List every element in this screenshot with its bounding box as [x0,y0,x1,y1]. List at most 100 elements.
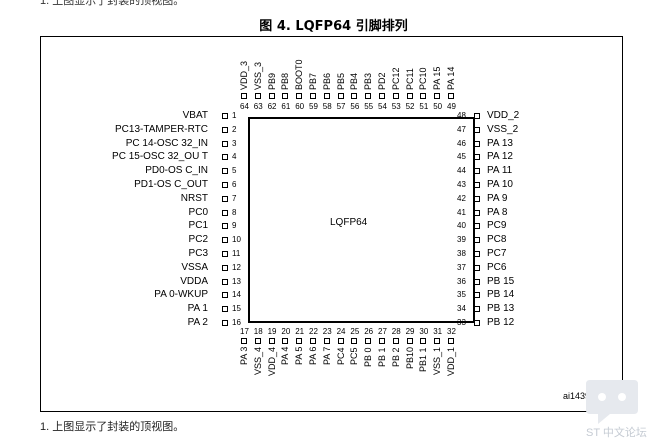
pin-pad [222,113,228,119]
pin-pad [254,338,261,344]
pin-name: VSSA [181,261,208,273]
pin-name: VDD_3 [239,60,249,90]
pin-number: 27 [378,327,387,336]
pin-name: PB10 [404,346,415,369]
pin-pad [337,93,344,99]
pin-name: PA 2 [187,317,208,328]
pin-number: 35 [457,290,466,300]
pin-name: PB 1 [377,347,387,367]
pin-name: PC8 [487,234,507,246]
pin-name: PA 4 [280,346,291,365]
pin-number: 43 [457,180,466,189]
pin-pad [420,338,427,344]
pin-name: PC10 [418,67,429,90]
pin-number: 47 [457,124,466,134]
pin-number: 46 [457,138,466,148]
pin-number: 29 [405,327,415,336]
pin-name: PB9 [266,72,277,90]
pin-pad [448,93,454,99]
pin-pad [379,338,385,344]
pin-pad [474,320,480,326]
pin-name: PA 0-WKUP [154,289,208,301]
pin-number: 61 [281,102,291,111]
pin-name: VSS_1 [432,346,443,375]
pin-pad [474,140,480,147]
pin-number: 2 [232,124,237,134]
pin-pad [310,338,316,344]
pin-name: PA 3 [239,346,249,365]
pin-name: PB 13 [487,303,515,315]
pin-pad [254,93,261,99]
pin-number: 1 [232,111,237,120]
pin-pad [222,140,228,147]
pin-pad [474,154,480,161]
pin-pad [222,264,228,271]
pin-number: 28 [391,327,401,336]
pin-name: PA 7 [321,346,332,365]
pin-name: PA 12 [487,151,513,163]
pin-pad [222,182,228,188]
pin-name: PB8 [280,72,291,90]
pin-number: 19 [267,327,277,336]
pin-name: PA 9 [487,192,508,204]
pin-name: VBAT [182,110,208,121]
previous-page-footnote: 1. 上图显示了封装的顶视图。 [40,0,185,7]
chip-body [248,117,475,323]
pin-pad [365,338,372,344]
pin-name: PB3 [363,72,374,90]
pin-number: 38 [457,249,466,258]
pin-name: PC 15-OSC 32_OU T [112,151,208,163]
pin-name: PA 8 [487,206,508,218]
pin-pad [474,306,480,313]
pin-pad [222,292,228,299]
pin-number: 44 [457,166,466,176]
pin-pad [406,93,413,99]
pin-number: 59 [309,102,318,111]
pin-pad [268,338,275,344]
pin-name: VDD_2 [487,110,520,121]
pin-pad [282,93,289,99]
pin-number: 30 [419,327,429,336]
pin-number: 53 [391,102,401,111]
pin-number: 11 [232,249,241,258]
pin-number: 12 [232,262,241,272]
pin-name: PA 10 [487,179,513,190]
pin-pad [222,126,228,133]
pin-pad [351,93,358,99]
pin-number: 45 [457,152,466,162]
pin-number: 55 [364,102,374,111]
pin-pad [392,338,399,344]
pin-pad [351,338,358,344]
pin-name: PC3 [188,248,208,259]
pin-number: 4 [232,152,237,162]
pin-number: 52 [405,102,415,111]
pin-pad [474,223,480,230]
pin-name: NRST [180,192,208,204]
pin-number: 56 [350,102,360,111]
watermark-text: ST 中文论坛 [586,427,647,439]
pin-pad [222,195,228,202]
pin-pad [406,338,413,344]
pin-pad [474,209,480,216]
pin-number: 40 [457,221,466,231]
pin-name: PC7 [487,248,507,259]
pin-pad [448,338,454,344]
pin-number: 15 [232,304,241,314]
pin-pad [474,168,480,175]
pin-number: 24 [336,327,346,336]
pin-pad [379,93,385,99]
pin-number: 25 [350,327,360,336]
pin-name: PD0-OS C_IN [145,165,208,177]
pin-name: PA 11 [487,165,513,177]
pin-pad [474,195,480,202]
pin-pad [420,93,427,99]
pin-pad [282,338,289,344]
pin-number: 18 [253,327,263,336]
pin-name: PB 14 [487,289,515,301]
package-label: LQFP64 [330,217,368,228]
pin-name: PC5 [349,347,360,365]
pin-name: PA 14 [446,66,456,90]
pin-name: PA 15 [432,66,443,90]
pin-number: 60 [295,102,305,111]
pin-name: VSS_3 [252,61,263,90]
